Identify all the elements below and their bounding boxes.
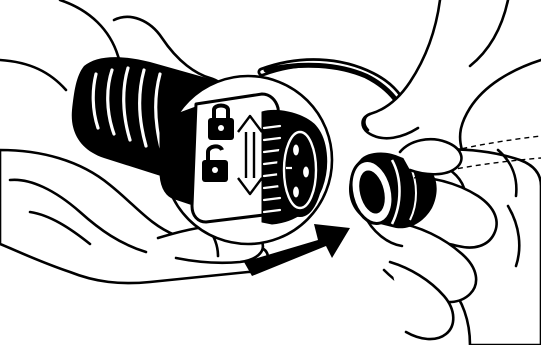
right-thumb <box>400 139 461 174</box>
